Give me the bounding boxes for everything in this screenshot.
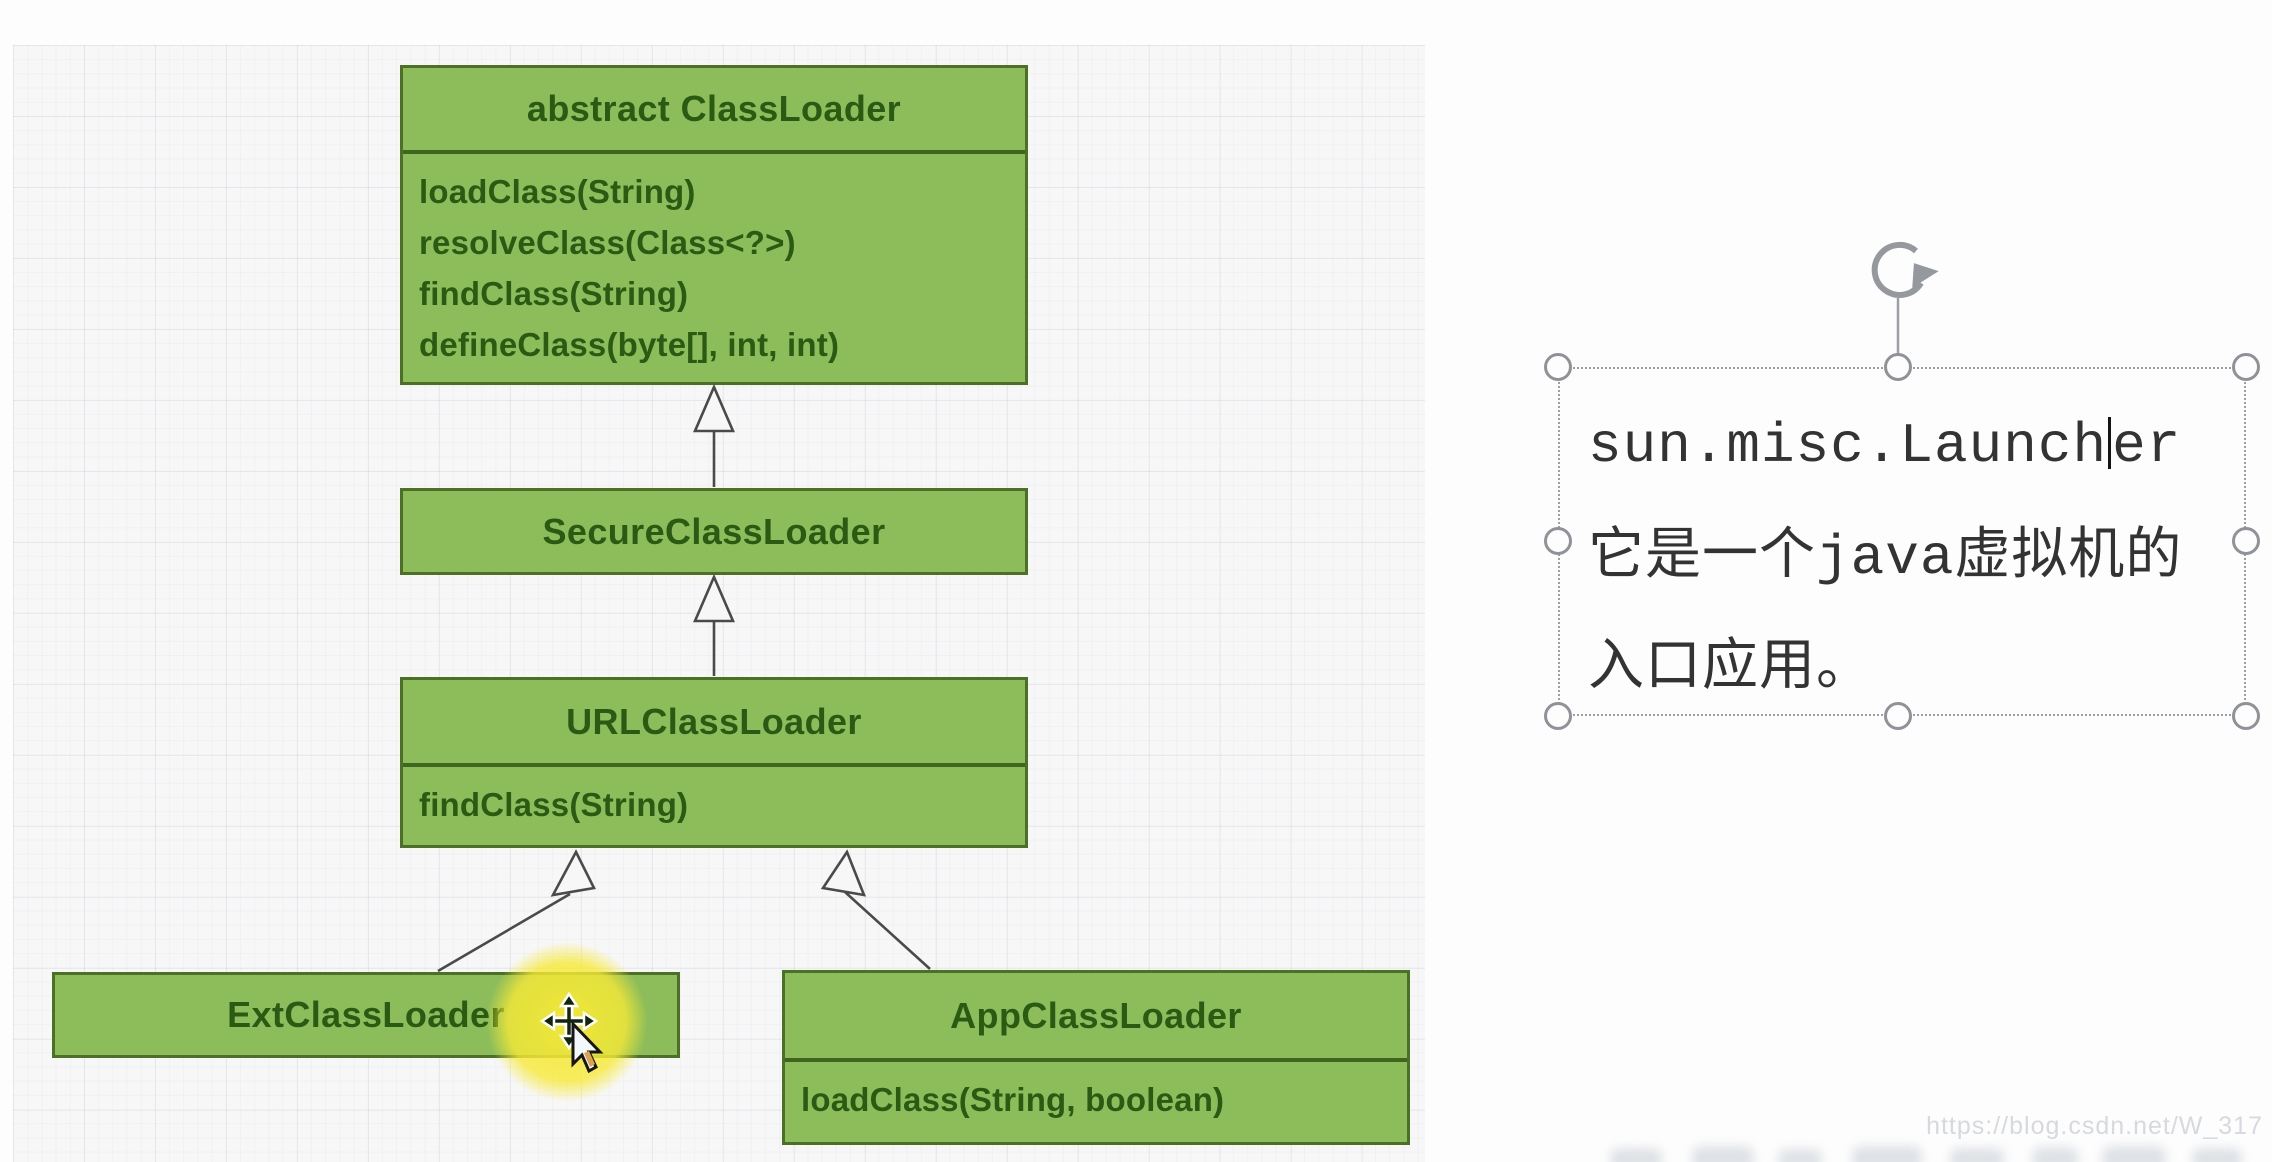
class-box-urlclassloader[interactable]: URLClassLoader findClass(String) [400,677,1028,848]
watermark: https://blog.csdn.net/W_317 [1926,1112,2263,1140]
selection-handle-bottom-right[interactable] [2232,702,2260,730]
rotate-handle-icon[interactable] [1871,241,1939,298]
annotation-line-3[interactable]: 入口应用。 [1588,637,1873,701]
selection-handle-bottom-center[interactable] [1884,702,1912,730]
method-label: loadClass(String) [419,173,696,210]
method-label: findClass(String) [419,275,689,312]
selection-handle-mid-left[interactable] [1544,527,1572,555]
method-label: defineClass(byte[], int, int) [419,326,840,363]
annotation-line-2[interactable]: 它是一个java虚拟机的 [1588,526,2183,590]
class-title: SecureClassLoader [542,510,886,552]
method-label: resolveClass(Class<?>) [419,224,796,261]
text-caret [2108,417,2112,469]
faint-bottom-shape [1778,1149,1822,1162]
method-label: findClass(String) [419,786,689,823]
method-label: loadClass(String, boolean) [801,1081,1225,1118]
faint-bottom-shape [1852,1146,1922,1162]
annotation-text: sun.misc.Launch [1588,414,2108,478]
selection-handle-top-center[interactable] [1884,353,1912,381]
class-title: abstract ClassLoader [526,88,902,129]
selection-handle-bottom-left[interactable] [1544,702,1572,730]
faint-bottom-shape [1950,1148,2004,1162]
class-box-secureclassloader[interactable]: SecureClassLoader [400,488,1028,575]
class-title: AppClassLoader [950,994,1242,1036]
faint-bottom-shape [1692,1146,1754,1162]
selection-handle-top-right[interactable] [2232,353,2260,381]
class-box-appclassloader[interactable]: AppClassLoader loadClass(String, boolean… [782,970,1410,1145]
methods-compartment: loadClass(String, boolean) [785,1058,1407,1126]
annotation-text: er [2112,414,2182,478]
selection-handle-mid-right[interactable] [2232,527,2260,555]
methods-compartment: loadClass(String) resolveClass(Class<?>)… [403,150,1025,370]
class-box-abstract-classloader[interactable]: abstract ClassLoader loadClass(String) r… [400,65,1028,385]
class-title: ExtClassLoader [227,994,505,1035]
faint-bottom-shape [1610,1148,1662,1162]
methods-compartment: findClass(String) [403,763,1025,831]
faint-bottom-shape [2192,1148,2242,1162]
faint-bottom-shape [2032,1147,2078,1162]
selection-handle-top-left[interactable] [1544,353,1572,381]
faint-bottom-shape [2102,1146,2166,1162]
annotation-line-1[interactable]: sun.misc.Launcher [1588,414,2181,478]
class-box-extclassloader[interactable]: ExtClassLoader [52,972,680,1058]
class-title: URLClassLoader [566,700,862,742]
